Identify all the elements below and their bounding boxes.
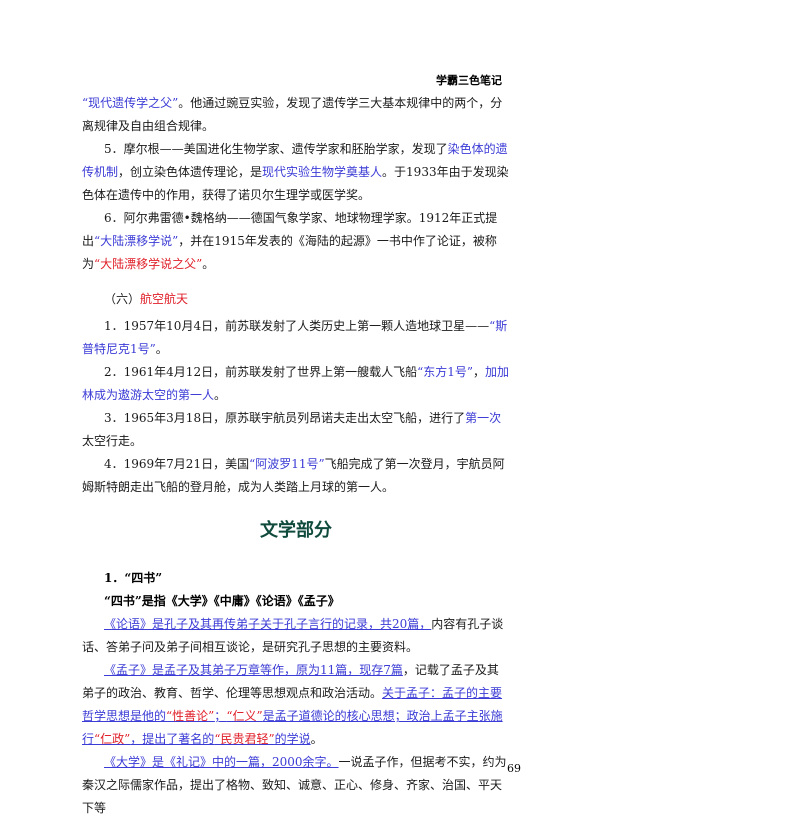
paragraph-spacewalk: 3．1965年3月18日，原苏联宇航员列昂诺夫走出太空飞船，进行了第一次太空行走…	[82, 407, 510, 453]
body-text: 5．摩尔根——美国进化生物学家、遗传学家和胚胎学家，发现了	[104, 142, 448, 156]
underlined-highlight: 《大学》是《礼记》中的一篇，2000余字。	[104, 755, 339, 769]
body-text: 。	[155, 342, 168, 356]
highlight-text: “大陆漂移学说”	[94, 234, 179, 248]
body-text: 飞船完成了第一次登月，宇航员阿姆斯特朗走出飞船的登月舱，成为人类踏上月球的第一人…	[82, 457, 505, 494]
highlight-text: “现代遗传学之父”	[82, 96, 179, 110]
body-text: 内容有孔子谈话、答弟子问及弟子间相互谈论，是研究孔子思想的主要资料。	[82, 617, 504, 654]
highlight-text: 现代实验生物学奠基人	[262, 165, 383, 179]
underlined-highlight: 关于孟子：孟子的主要哲学思想是他的	[82, 686, 503, 723]
body-text: ，记载了孟子及其弟子的政治、教育、哲学、伦理等思想观点和政治活动。	[82, 663, 499, 700]
paragraph-sputnik: 1．1957年10月4日，前苏联发射了人类历史上第一颗人造地球卫星——“斯普特尼…	[82, 315, 510, 361]
four-books-definition: “四书”是指《大学》《中庸》《论语》《孟子》	[104, 594, 340, 608]
paragraph-wegener: 6．阿尔弗雷德•魏格纳——德国气象学家、地球物理学家。1912年正式提出“大陆漂…	[82, 207, 510, 276]
section-number: （六）	[104, 292, 141, 306]
underlined-red-highlight: “仁政”	[94, 732, 131, 746]
body-text: ，	[473, 365, 486, 379]
body-text: 2．1961年4月12日，前苏联发射了世界上第一艘载人飞船	[104, 365, 418, 379]
highlight-text: 第一次	[465, 411, 502, 425]
section-title-literature: 文学部分	[260, 520, 332, 541]
paragraph-vostok: 2．1961年4月12日，前苏联发射了世界上第一艘载人飞船“东方1号”，加加林成…	[82, 361, 510, 407]
underlined-highlight: ；	[214, 709, 227, 723]
underlined-highlight: 《孟子》是孟子及其弟子万章等作，原为11篇，现存7篇	[104, 663, 403, 677]
highlight-text: “阿波罗11号”	[249, 457, 325, 471]
body-text: 。	[214, 388, 227, 402]
highlight-text: 染色体的遗传机制	[82, 142, 508, 179]
page-content: “现代遗传学之父”。他通过豌豆实验，发现了遗传学三大基本规律中的两个，分离规律及…	[82, 92, 510, 820]
header-title: 学霸三色笔记	[436, 74, 502, 87]
paragraph-lunyu: 《论语》是孔子及其再传弟子关于孔子言行的记录，共20篇，内容有孔子谈话、答弟子问…	[82, 613, 510, 659]
page-number: 69	[507, 762, 521, 775]
highlight-text: “斯普特尼克1号”	[82, 319, 508, 356]
underlined-red-highlight: “民贵君轻”	[214, 732, 275, 746]
paragraph-mengzi: 《孟子》是孟子及其弟子万章等作，原为11篇，现存7篇，记载了孟子及其弟子的政治、…	[82, 659, 510, 751]
underlined-highlight: ，提出了著名的	[130, 732, 215, 746]
body-text: 。	[310, 732, 323, 746]
highlight-text: 加加林成为遨游太空的第一人	[82, 365, 510, 402]
paragraph-mendel: “现代遗传学之父”。他通过豌豆实验，发现了遗传学三大基本规律中的两个，分离规律及…	[82, 92, 510, 138]
body-text: 6．阿尔弗雷德•魏格纳——德国气象学家、地球物理学家。1912年正式提出	[82, 211, 498, 248]
body-text: ，创立染色体遗传理论，是	[118, 165, 263, 179]
paragraph-apollo: 4．1969年7月21日，美国“阿波罗11号”飞船完成了第一次登月，宇航员阿姆斯…	[82, 453, 510, 499]
body-text: 太空行走。	[82, 434, 143, 448]
paragraph-morgan: 5．摩尔根——美国进化生物学家、遗传学家和胚胎学家，发现了染色体的遗传机制，创立…	[82, 138, 510, 207]
underlined-highlight: 的学说	[274, 732, 311, 746]
section-heading-aerospace: （六）航空航天	[82, 288, 510, 311]
underlined-red-highlight: “性善论”	[166, 709, 215, 723]
body-text: 一说孟子作，但据考不实，约为秦汉之际儒家作品，提出了格物、致知、诚意、正心、修身…	[82, 755, 507, 815]
section-title: 航空航天	[140, 292, 189, 306]
body-text: 。于1933年由于发现染色体在遗传中的作用，获得了诺贝尔生理学或医学奖。	[82, 165, 509, 202]
red-highlight-text: “大陆漂移学说之父”	[94, 257, 203, 271]
item-four-books: 1．“四书”	[104, 571, 163, 585]
body-text: ，并在1915年发表的《海陆的起源》一书中作了论证，被称为	[82, 234, 497, 271]
body-text: 。	[202, 257, 215, 271]
body-text: 4．1969年7月21日，美国	[104, 457, 250, 471]
highlight-text: “东方1号”	[417, 365, 473, 379]
underlined-highlight: 《论语》是孔子及其再传弟子关于孔子言行的记录，共20篇，	[104, 617, 432, 631]
underlined-highlight: 是孟子道德论的核心思想；政治上孟子主张施行	[82, 709, 503, 746]
body-text: 。他通过豌豆实验，发现了遗传学三大基本规律中的两个，分离规律及自由组合规律。	[82, 96, 503, 133]
paragraph-daxue: 《大学》是《礼记》中的一篇，2000余字。一说孟子作，但据考不实，约为秦汉之际儒…	[82, 751, 510, 820]
underlined-red-highlight: “仁义”	[226, 709, 263, 723]
body-text: 1．1957年10月4日，前苏联发射了人类历史上第一颗人造地球卫星——	[104, 319, 490, 333]
body-text: 3．1965年3月18日，原苏联宇航员列昂诺夫走出太空飞船，进行了	[104, 411, 466, 425]
